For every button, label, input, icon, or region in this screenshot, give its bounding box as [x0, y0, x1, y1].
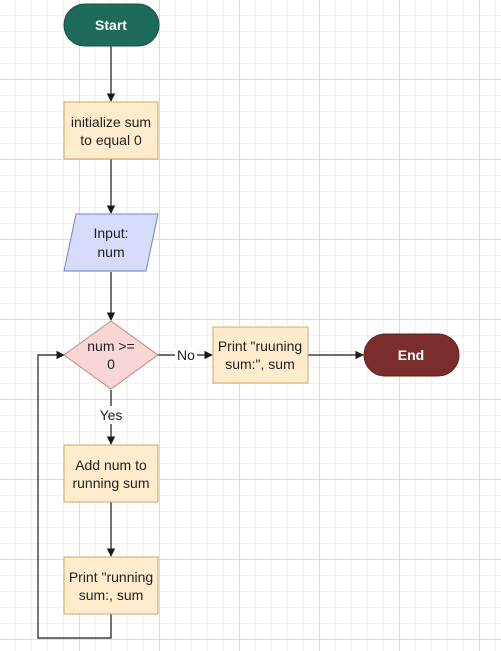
- print-yes-label-line1: Print "running: [69, 569, 153, 585]
- node-print-no: Print "ruuning sum:", sum: [212, 326, 309, 384]
- node-start: Start: [63, 3, 160, 47]
- node-end: End: [363, 333, 460, 377]
- start-terminal: [63, 3, 160, 47]
- init-label-line1: initialize sum: [71, 114, 151, 130]
- edge-label-no: No: [177, 347, 195, 363]
- edge-label-yes-bg: [96, 406, 126, 424]
- end-terminal: [363, 333, 460, 377]
- decision-diamond: [63, 320, 159, 390]
- init-process-box: [63, 101, 159, 160]
- decision-label-line1: num >=: [87, 338, 134, 354]
- add-label-line1: Add num to: [75, 457, 147, 473]
- node-input: Input: num: [63, 213, 159, 272]
- end-label: End: [398, 347, 424, 363]
- add-label-line2: running sum: [72, 475, 149, 491]
- input-label-line1: Input:: [93, 225, 128, 241]
- print-yes-label-line2: sum:, sum: [79, 587, 144, 603]
- node-init: initialize sum to equal 0: [63, 101, 159, 160]
- edge-loop-back-to-decision: [37, 350, 112, 639]
- edge-label-yes: Yes: [100, 407, 123, 423]
- node-print-yes: Print "running sum:, sum: [63, 556, 159, 615]
- edge-label-no-bg: [175, 347, 197, 363]
- init-label-line2: to equal 0: [80, 132, 142, 148]
- print-no-label-line1: Print "ruuning: [218, 338, 302, 354]
- decision-label-line2: 0: [107, 356, 115, 372]
- node-decision: num >= 0: [63, 320, 159, 390]
- node-add: Add num to running sum: [63, 444, 159, 503]
- print-no-process-box: [212, 326, 309, 384]
- print-no-label-line2: sum:", sum: [225, 356, 295, 372]
- start-label: Start: [95, 17, 127, 33]
- print-yes-process-box: [63, 556, 159, 615]
- input-parallelogram: [63, 213, 159, 272]
- add-process-box: [63, 444, 159, 503]
- input-label-line2: num: [97, 244, 124, 260]
